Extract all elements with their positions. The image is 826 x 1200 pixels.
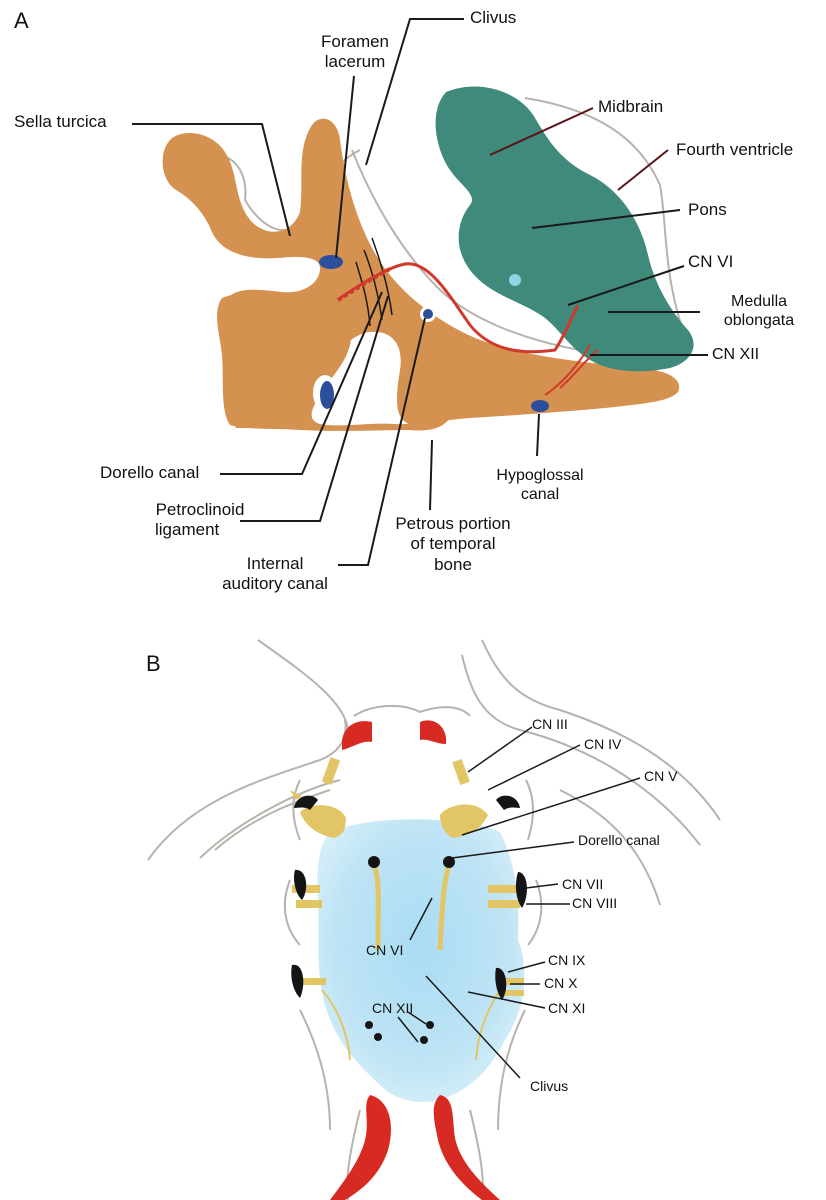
label-medulla-line2: oblongata — [704, 311, 814, 330]
panel-a-drawing — [163, 86, 694, 430]
label-internal-auditory-line2: auditory canal — [210, 574, 340, 594]
panel-b-letter: B — [146, 651, 161, 677]
clivus-b — [317, 819, 524, 1102]
label-cn-xi: CN XI — [548, 1000, 585, 1017]
leader-hypoglossal — [537, 414, 539, 456]
label-cn-viii: CN VIII — [572, 895, 617, 912]
leader-cn-iv — [488, 745, 580, 790]
aqueduct-spot — [509, 274, 521, 286]
label-internal-auditory-line1: Internal — [210, 554, 340, 574]
foramen-lacerum-opening — [319, 255, 343, 269]
label-cn-v: CN V — [644, 768, 677, 785]
vessel-bottom-right — [434, 1095, 500, 1200]
label-fourth-ventricle: Fourth ventricle — [676, 140, 793, 160]
label-petroclinoid-ligament: Petroclinoid ligament — [140, 500, 260, 541]
label-petrous-line3: bone — [378, 555, 528, 575]
label-dorello-canal-a: Dorello canal — [100, 463, 199, 483]
label-medulla-line1: Medulla — [704, 292, 814, 311]
label-petroclinoid-line2: ligament — [140, 520, 260, 540]
label-cn-xii-a: CN XII — [712, 345, 759, 364]
label-petrous-line1: Petrous portion — [378, 514, 528, 534]
label-clivus-a: Clivus — [470, 8, 516, 28]
leader-cn-iii — [468, 727, 532, 772]
leader-petrous-portion — [430, 440, 432, 510]
label-foramen-lacerum: Foramen lacerum — [310, 32, 400, 73]
label-cn-iii: CN III — [532, 716, 568, 733]
label-pons: Pons — [688, 200, 727, 220]
label-petroclinoid-line1: Petroclinoid — [140, 500, 260, 520]
label-foramen-lacerum-line2: lacerum — [310, 52, 400, 72]
vessel-top-right — [420, 720, 446, 744]
label-cn-vi-a: CN VI — [688, 252, 733, 272]
label-foramen-lacerum-line1: Foramen — [310, 32, 400, 52]
label-hypoglossal-line1: Hypoglossal — [480, 466, 600, 485]
label-cn-x: CN X — [544, 975, 577, 992]
leader-cn-vii — [526, 884, 558, 888]
label-clivus-b: Clivus — [530, 1078, 568, 1095]
hypoglossal-canal-opening — [531, 400, 549, 412]
label-cn-xii-b: CN XII — [372, 1000, 413, 1017]
label-cn-vii: CN VII — [562, 876, 603, 893]
label-dorello-canal-b: Dorello canal — [578, 832, 660, 849]
internal-auditory-canal-core — [423, 309, 433, 319]
label-cn-vi-b: CN VI — [366, 942, 403, 959]
panel-b-drawing — [148, 640, 720, 1200]
label-petrous-line2: of temporal — [378, 534, 528, 554]
label-sella-turcica: Sella turcica — [14, 112, 107, 132]
label-medulla-oblongata: Medulla oblongata — [704, 292, 814, 330]
label-hypoglossal-canal: Hypoglossal canal — [480, 466, 600, 504]
label-midbrain: Midbrain — [598, 97, 663, 117]
label-petrous-portion: Petrous portion of temporal bone — [378, 514, 528, 575]
label-cn-iv: CN IV — [584, 736, 621, 753]
label-hypoglossal-line2: canal — [480, 485, 600, 504]
label-cn-ix: CN IX — [548, 952, 585, 969]
label-internal-auditory-canal: Internal auditory canal — [210, 554, 340, 595]
panel-a-letter: A — [14, 8, 29, 34]
